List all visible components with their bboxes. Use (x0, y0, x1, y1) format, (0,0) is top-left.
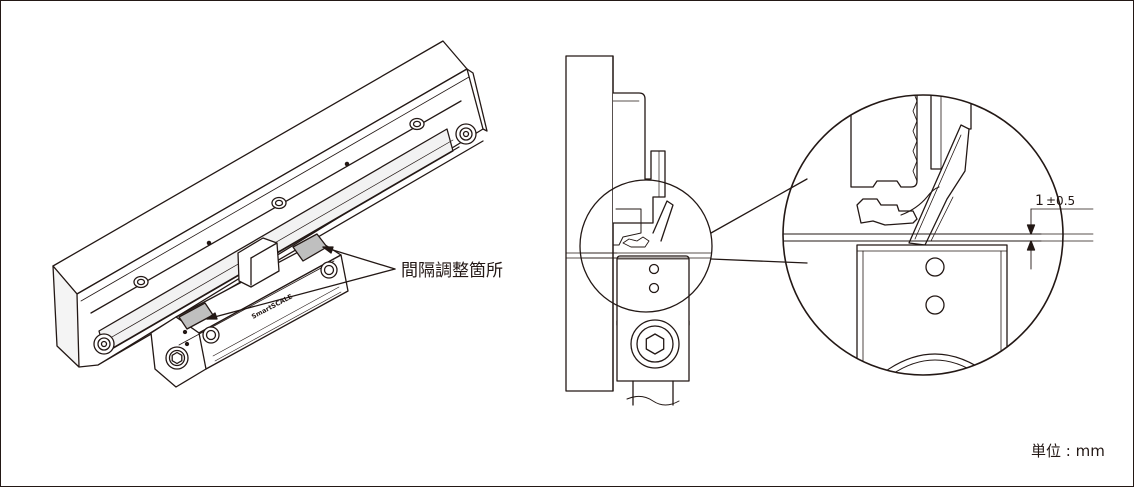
end-screw-left (93, 333, 115, 355)
small-circle-lip (652, 200, 674, 242)
head-screw (320, 261, 338, 279)
scale-end-face (52, 265, 80, 368)
scale-right-end (466, 68, 488, 132)
scale-profile (612, 92, 666, 224)
head-bracket (237, 237, 280, 288)
head-dot (184, 341, 190, 347)
callout-label: 間隔調整箇所 (401, 261, 503, 281)
dimension-arrow-down (1026, 224, 1036, 235)
dimension-tolerance: ±0.5 (1046, 194, 1075, 208)
dimension-arrow-up (1026, 240, 1036, 251)
leader-arrow (322, 246, 334, 254)
detail-circle-large (782, 94, 1064, 376)
detail-scale-profile (850, 95, 918, 188)
head-rib (212, 286, 340, 357)
detail-clip (856, 198, 918, 226)
scale-screw (271, 196, 287, 210)
head-screw (202, 326, 220, 344)
dimension-nominal: 1 (1035, 193, 1044, 209)
scale-dot (206, 240, 212, 246)
cable-break (626, 395, 680, 406)
mount-plate (565, 55, 614, 392)
slot-inner-line (104, 139, 454, 342)
scale-screw (133, 275, 149, 289)
head-rib (214, 291, 342, 362)
head-dot (182, 329, 188, 335)
detail-head-hole (925, 295, 945, 315)
scale-screw (409, 117, 425, 131)
front-mid-edge (80, 76, 470, 302)
small-circle-clip (622, 236, 650, 248)
callout-leaders (206, 246, 396, 320)
head-body-hole (648, 263, 660, 275)
slot-line-lower (110, 146, 460, 350)
head-body-hole (648, 282, 660, 294)
detail-head-hole (925, 257, 945, 277)
detail-circle-outline (782, 94, 1064, 376)
scale-dot (344, 161, 350, 167)
hex-socket (165, 346, 189, 370)
leader-line (206, 268, 396, 320)
gap-dimension: 1 ±0.5 (1006, 193, 1094, 270)
head-bolt-outer (630, 319, 680, 369)
end-screw-right (455, 123, 477, 145)
head-bolt-inner (636, 325, 674, 363)
scale-assembly (52, 40, 488, 368)
leader-arrow (206, 312, 218, 320)
detail-scale-serration (912, 95, 918, 182)
leader-line (322, 246, 396, 270)
read-head: SmartSCALE (150, 233, 349, 388)
magnify-line-upper (710, 178, 808, 234)
detail-clip-hook (900, 186, 940, 216)
bracket-edge (250, 242, 278, 259)
small-circle-parts (612, 208, 642, 246)
magnify-line-lower (710, 258, 808, 264)
detail-circle-small (579, 179, 713, 313)
head-bolt-hex (645, 333, 665, 355)
side-view (565, 55, 690, 406)
unit-label: 単位 : mm (1031, 442, 1105, 460)
